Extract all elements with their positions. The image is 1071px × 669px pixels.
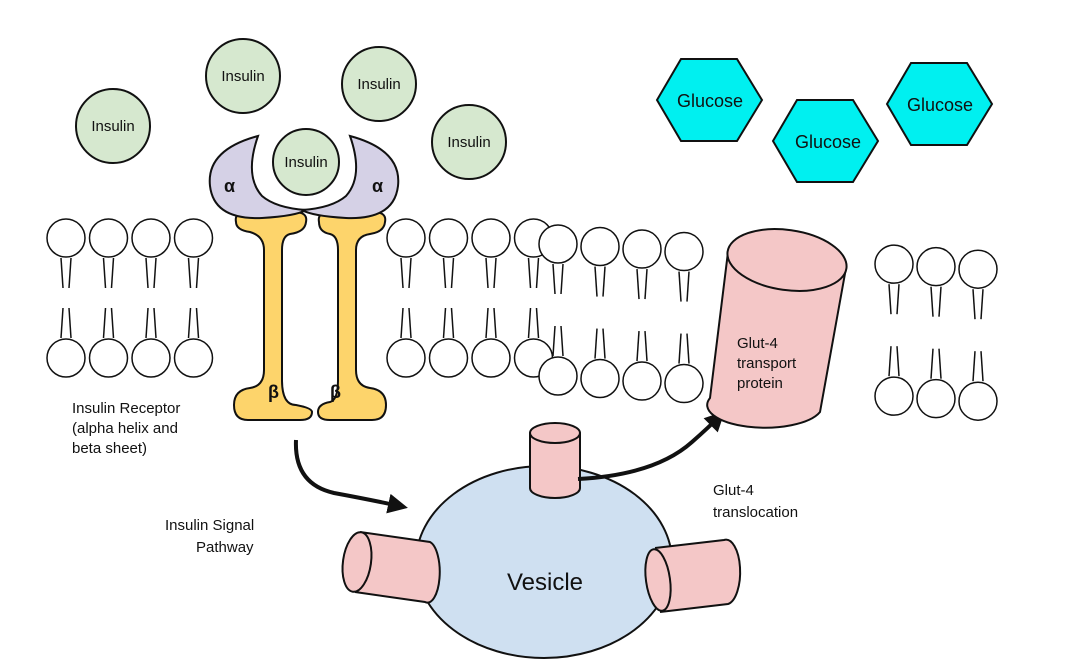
- insulin-receptor: α α β β: [208, 134, 400, 421]
- svg-text:Glucose: Glucose: [795, 132, 861, 152]
- svg-text:Insulin: Insulin: [91, 118, 134, 135]
- insulin-molecule: Insulin: [205, 38, 281, 114]
- insulin-molecule: Insulin: [341, 46, 417, 122]
- svg-text:Insulin: Insulin: [284, 154, 327, 171]
- alpha-subunit-left: [208, 134, 310, 220]
- beta-label-left: β: [268, 382, 279, 402]
- alpha-label-left: α: [224, 176, 235, 196]
- beta-subunit-left: [232, 211, 314, 421]
- beta-label-right: β: [330, 382, 341, 402]
- insulin-molecule: Insulin: [75, 88, 151, 164]
- svg-text:Insulin: Insulin: [357, 76, 400, 93]
- svg-text:Insulin: Insulin: [447, 134, 490, 151]
- insulin-receptor-caption: Insulin Receptor (alpha helix and beta s…: [72, 400, 185, 457]
- glucose-molecule: Glucose: [771, 99, 880, 183]
- svg-text:Insulin: Insulin: [221, 68, 264, 85]
- insulin-molecule: Insulin: [431, 104, 507, 180]
- glut4-vesicle-cylinder-left: [341, 531, 441, 604]
- beta-subunit-right: [316, 211, 388, 421]
- cell-membrane-right: [538, 224, 998, 421]
- glut4-translocation-arrow: [577, 411, 725, 481]
- glucose-molecule: Glucose: [885, 62, 994, 146]
- alpha-subunit-right: [298, 134, 400, 220]
- bound-insulin-molecule: Insulin: [272, 128, 340, 196]
- svg-text:Vesicle: Vesicle: [507, 569, 583, 596]
- glut4-transport-protein: Glut-4 transport protein: [706, 228, 848, 429]
- alpha-label-right: α: [372, 176, 383, 196]
- glucose-molecule: Glucose: [655, 58, 764, 142]
- svg-text:Glucose: Glucose: [677, 91, 743, 111]
- cell-membrane-left: [46, 218, 554, 378]
- signal-pathway-arrow: [293, 439, 408, 514]
- svg-text:Glut-4 transport p: Glut-4 transport protein: [737, 335, 800, 392]
- glut4-vesicle-cylinder-right: [644, 538, 742, 613]
- glut4-translocation-label: Glut-4 translocation: [713, 482, 798, 521]
- signal-pathway-label: Insulin Signal Pathway: [165, 517, 258, 556]
- glut4-vesicle-cylinder-top: [529, 422, 581, 499]
- svg-text:Glucose: Glucose: [907, 95, 973, 115]
